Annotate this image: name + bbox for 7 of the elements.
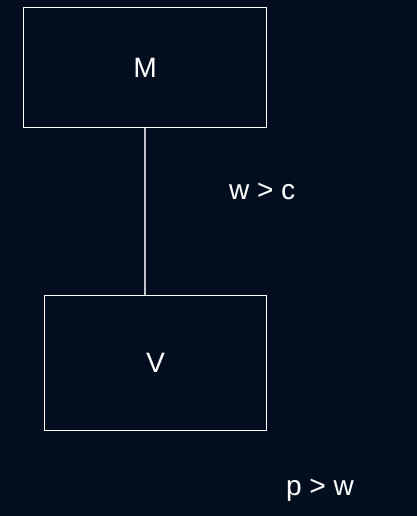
- process-box: [44, 295, 267, 431]
- node-label: V: [146, 346, 165, 380]
- node-label: M: [133, 50, 157, 84]
- note-text: p > w: [286, 472, 354, 500]
- edge-label: w > c: [229, 176, 296, 204]
- connector-line: [144, 128, 146, 295]
- process-box: [23, 7, 267, 128]
